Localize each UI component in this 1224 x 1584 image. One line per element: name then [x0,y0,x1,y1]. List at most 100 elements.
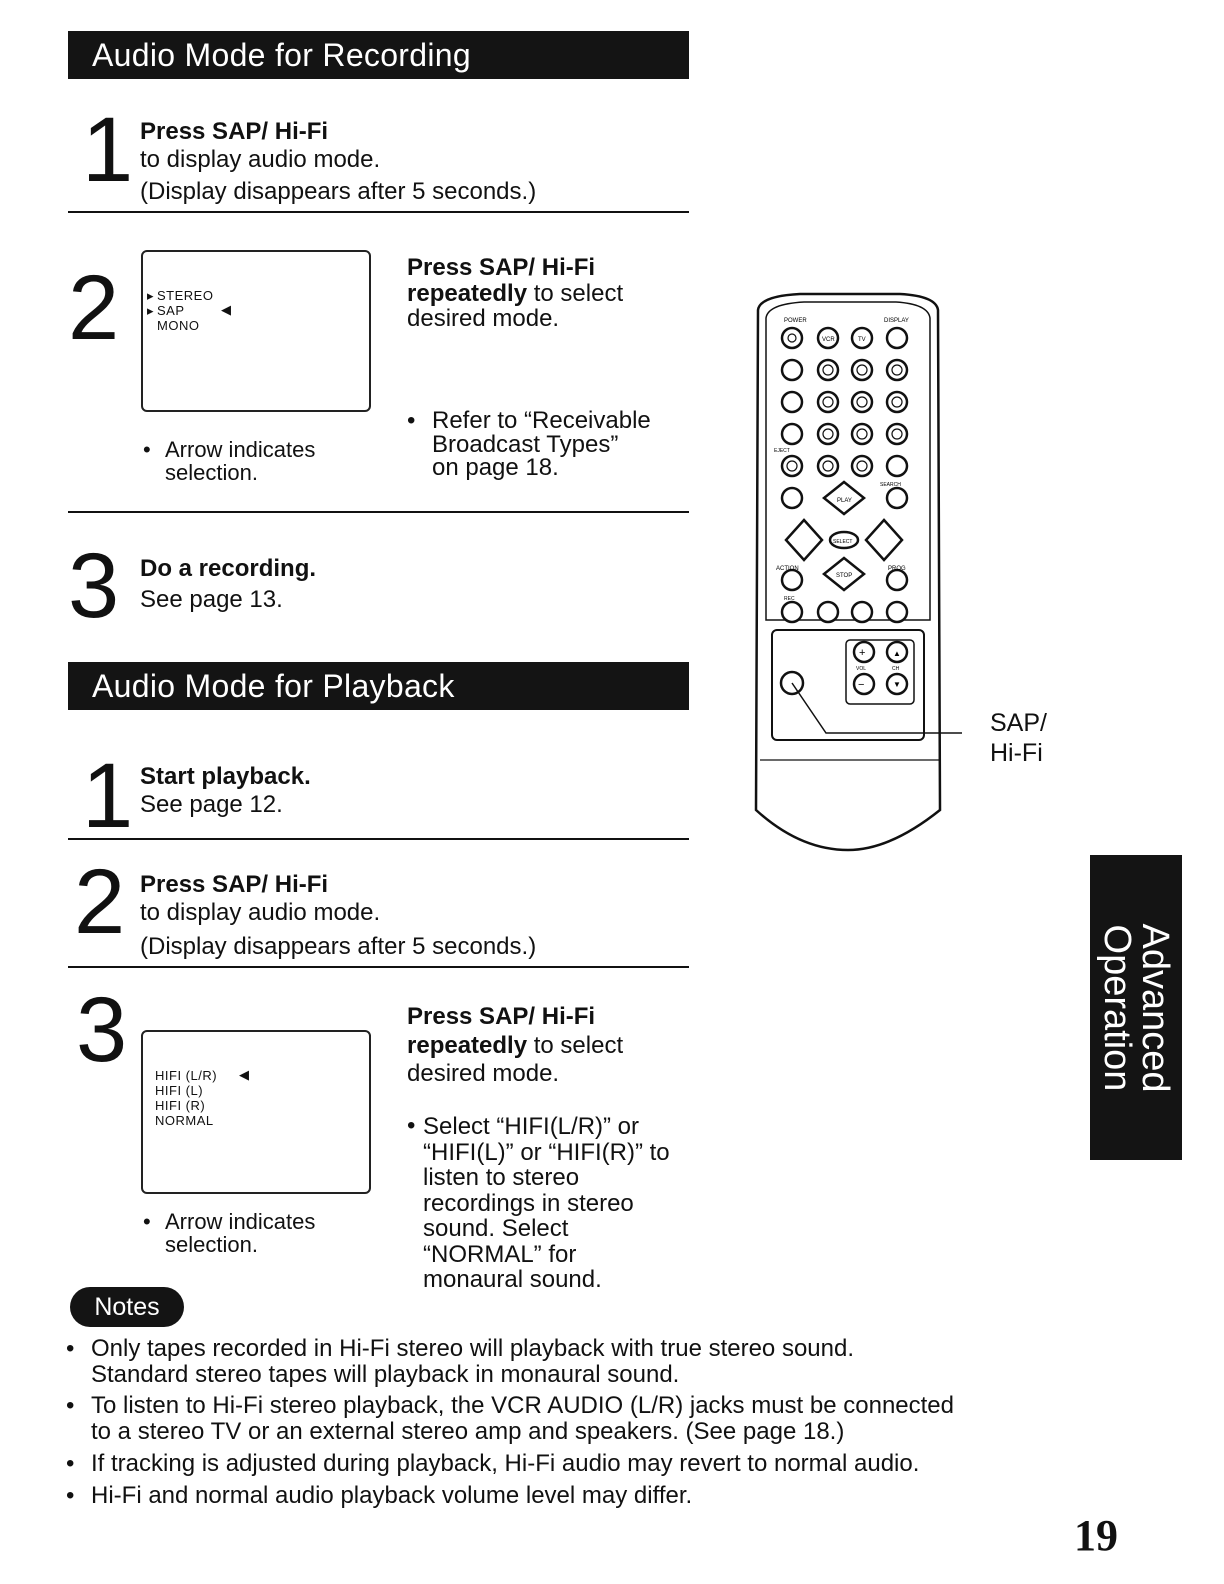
playback-step-3-number: 3 [76,979,128,1081]
bullet-text: on page 18. [432,454,559,481]
recording-section-title: Audio Mode for Recording [68,31,689,79]
playback-step-3-heading: Press SAP/ Hi-Fi [407,1003,596,1030]
screen-option: HIFI (L) [155,1083,204,1098]
recording-step-1-heading: Press SAP/ Hi-Fi [140,118,329,145]
bullet-icon: • [143,437,151,462]
note-line: monaural sound. [423,1266,602,1293]
playback-step-3-note: Select “HIFI(L/R)” or “HIFI(L)” or “HIFI… [423,1114,693,1293]
screen-option: SAP [157,303,185,318]
text: to select [527,280,624,307]
bullet-text: Arrow indicates [165,437,316,462]
bullet-text: Refer to “Receivable [432,407,651,434]
playback-step-3-text: repeatedly to select [407,1031,623,1061]
up-arrow-icon: ▲ [893,649,901,658]
tv-screen-display: HIFI (L/R) ◀ HIFI (L) HIFI (R) NORMAL [141,1030,371,1194]
plus-icon: + [859,647,865,659]
note-line: “HIFI(L)” or “HIFI(R)” to [423,1138,670,1166]
note-line: Standard stereo tapes will playback in m… [91,1361,680,1388]
divider [68,838,689,840]
screen-marker-icon: ▸ [147,288,155,303]
note-item: • To listen to Hi-Fi stereo playback, th… [66,1393,1066,1445]
page-number: 19 [1074,1511,1118,1560]
bullet-text: Broadcast Types” [432,431,619,458]
playback-step-3-text-2: desired mode. [407,1060,560,1087]
remote-label: VOL [856,666,866,672]
emphasis: repeatedly [407,280,528,307]
screen-marker-icon: ▸ [147,303,155,318]
selection-arrow-icon: ◀ [239,1067,250,1082]
remote-label: DISPLAY [884,318,909,324]
recording-step-2-text: repeatedly to select [407,279,623,309]
remote-label: ACTION [776,566,799,572]
note-line: to a stereo TV or an external stereo amp… [91,1418,845,1445]
note-line: Hi-Fi and normal audio playback volume l… [91,1482,693,1509]
recording-step-2-text-2: desired mode. [407,305,560,332]
screen-option: MONO [157,318,200,333]
divider [68,966,689,968]
remote-label: CH [892,666,900,672]
screen-option: STEREO [157,288,214,303]
screen-option: HIFI (R) [155,1098,206,1113]
selection-arrow-icon: ◀ [221,302,232,317]
remote-button-grid [780,326,909,624]
playback-step-1-heading: Start playback. [140,763,311,790]
section-side-tab: Advanced Operation [1090,855,1182,1160]
note-line: recordings in stereo [423,1189,634,1217]
remote-label: PLAY [837,498,852,504]
note-line: “NORMAL” for [423,1240,577,1268]
note-item: • If tracking is adjusted during playbac… [66,1451,1066,1477]
recording-step-1-text: to display audio mode. [140,146,381,173]
bullet-icon: • [66,1335,75,1362]
playback-step-2-number: 2 [74,851,126,953]
vcr-button-icon [816,326,840,350]
note-line: sound. Select [423,1215,569,1242]
bullet-icon: • [407,1112,416,1139]
bullet-icon: • [66,1450,75,1477]
recording-step-3-text: See page 13. [140,586,283,613]
recording-step-1-number: 1 [82,99,134,201]
remote-label: VCR [822,337,835,343]
callout-line-2: Hi-Fi [990,739,1043,767]
note-line: Select “HIFI(L/R)” or [423,1113,640,1140]
down-arrow-icon: ▼ [893,680,901,689]
playback-section-title: Audio Mode for Playback [68,662,689,710]
sap-hifi-callout: SAP/ Hi-Fi [990,708,1047,768]
note-item: • Hi-Fi and normal audio playback volume… [66,1483,1066,1509]
recording-step-2-number: 2 [68,257,120,359]
remote-label: STOP [836,573,852,579]
side-tab-label: Advanced Operation [1096,922,1176,1092]
remote-label: SEARCH [880,482,901,488]
remote-label: PROG [888,566,906,572]
note-line: If tracking is adjusted during playback,… [91,1450,920,1477]
bullet-text: selection. [165,460,258,485]
playback-step-2-text: to display audio mode. [140,899,381,926]
note-item: • Only tapes recorded in Hi-Fi stereo wi… [66,1336,1066,1388]
screen-option: NORMAL [155,1113,214,1128]
tv-button-icon [850,326,874,350]
recording-step-3-number: 3 [68,535,120,637]
remote-label: REC [784,596,795,602]
bullet-icon: • [143,1209,151,1234]
bullet-icon: • [407,407,416,434]
note-line: To listen to Hi-Fi stereo playback, the … [91,1392,955,1419]
playback-step-2-note: (Display disappears after 5 seconds.) [140,933,537,960]
display-button-icon [885,326,909,350]
navigation-pad-icon [784,480,904,592]
bullet-icon: • [66,1482,75,1509]
remote-label: SELECT [833,539,852,545]
playback-step-1-text: See page 12. [140,791,283,818]
playback-step-2-heading: Press SAP/ Hi-Fi [140,871,329,898]
text: to select [527,1032,624,1059]
remote-label: TV [858,337,866,343]
divider [68,211,689,213]
note-line: listen to stereo [423,1164,580,1191]
bullet-text: selection. [165,1232,258,1257]
remote-label: EJECT [774,448,790,454]
callout-line-1: SAP/ [990,709,1047,737]
tv-screen-display: ▸ STEREO ▸ SAP ◀ MONO [141,250,371,412]
screen-option: HIFI (L/R) [155,1068,218,1083]
bullet-icon: • [66,1392,75,1419]
notes-label: Notes [70,1287,184,1327]
callout-line [791,682,962,734]
minus-icon: − [858,679,864,691]
